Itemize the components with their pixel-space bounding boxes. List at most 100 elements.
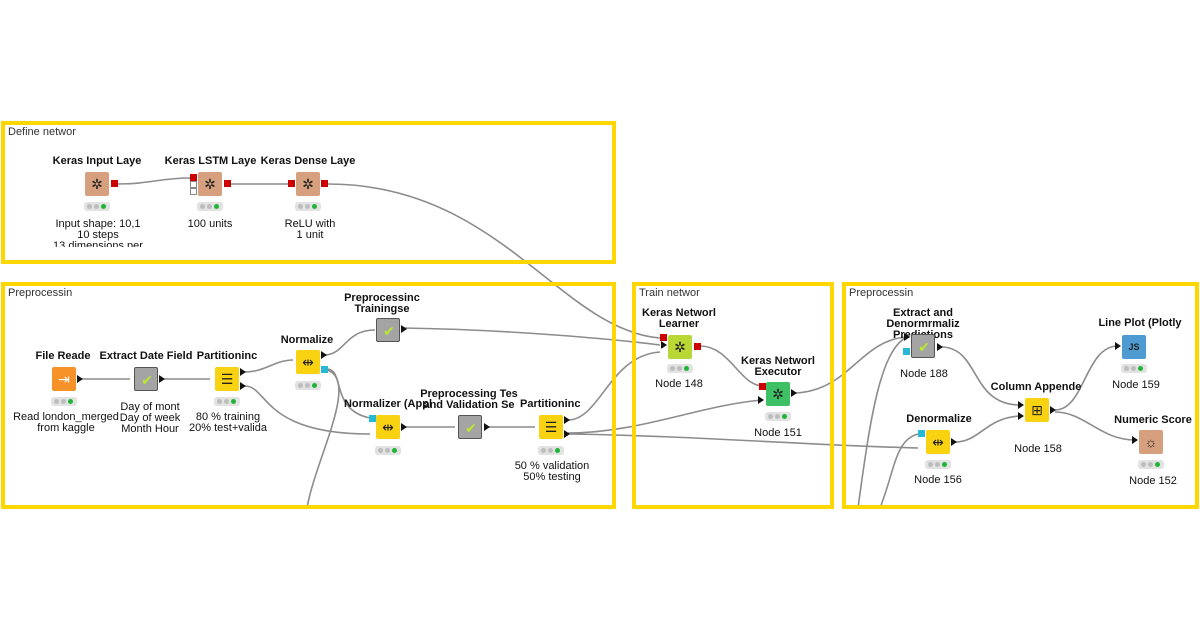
output-port[interactable] — [321, 366, 328, 373]
checkmark-icon: ✔ — [458, 415, 482, 439]
node-description: 50 % validation 50% testing — [514, 461, 590, 483]
input-port[interactable] — [661, 341, 667, 349]
connection — [1054, 411, 1136, 441]
connection — [567, 351, 661, 421]
output-port[interactable] — [937, 343, 943, 351]
normalize-icon: ⇹ — [926, 430, 950, 454]
connection — [954, 415, 1021, 443]
status-indicator — [375, 446, 401, 455]
node-title: Denormalize — [906, 414, 972, 425]
output-port[interactable] — [159, 375, 165, 383]
node-description: Node 148 — [655, 379, 703, 390]
connection — [244, 359, 294, 373]
annotation-label: Preprocessin — [849, 287, 914, 299]
status-indicator — [1121, 364, 1147, 373]
node-title: Extract Date Field — [99, 351, 193, 362]
scorer-icon: ☼ — [1139, 430, 1163, 454]
node-title: Line Plot (Plotly — [1098, 318, 1182, 329]
output-port[interactable] — [111, 180, 118, 187]
input-port[interactable] — [369, 415, 376, 422]
input-port[interactable] — [190, 181, 197, 188]
output-port[interactable] — [951, 438, 957, 446]
node-title: Partitioninc — [520, 399, 580, 410]
output-port[interactable] — [240, 382, 246, 390]
node-title: Keras Networl Executor — [741, 356, 815, 378]
node-description: Node 156 — [914, 475, 962, 486]
input-port[interactable] — [1018, 412, 1024, 420]
node-title: Column Appende — [990, 382, 1082, 393]
input-port[interactable] — [904, 333, 910, 341]
node-title: Partitioninc — [196, 351, 258, 362]
keras-network-icon: ✲ — [198, 172, 222, 196]
annotation-train-network[interactable]: Train networ — [632, 282, 834, 509]
node-description: Node 151 — [754, 428, 802, 439]
input-port[interactable] — [660, 334, 667, 341]
output-port[interactable] — [791, 389, 797, 397]
connection — [306, 369, 340, 509]
input-port[interactable] — [288, 180, 295, 187]
status-indicator — [1138, 460, 1164, 469]
input-port[interactable] — [1115, 342, 1121, 350]
annotation-label: Define networ — [8, 126, 76, 138]
output-port[interactable] — [401, 423, 407, 431]
connection — [327, 183, 661, 339]
node-description: 100 units — [187, 219, 233, 230]
output-port[interactable] — [694, 343, 701, 350]
annotation-define-network[interactable]: Define networ — [1, 121, 616, 264]
input-port[interactable] — [1018, 401, 1024, 409]
node-description: 80 % training 20% test+valida — [189, 412, 267, 434]
input-port[interactable] — [903, 348, 910, 355]
node-description: ReLU with 1 unit — [284, 219, 336, 241]
node-description: Day of mont Day of week Month Hour — [119, 402, 181, 434]
connection — [116, 177, 191, 185]
normalize-icon: ⇹ — [376, 415, 400, 439]
status-indicator — [295, 202, 321, 211]
output-port[interactable] — [564, 416, 570, 424]
status-indicator — [51, 397, 77, 406]
column-append-icon: ⊞ — [1025, 398, 1049, 422]
table-icon: ☰ — [215, 367, 239, 391]
output-port[interactable] — [240, 368, 246, 376]
input-port[interactable] — [1132, 436, 1138, 444]
annotation-label: Preprocessin — [8, 287, 73, 299]
node-description: Input shape: 10,1 10 steps 13 dimensions… — [53, 219, 143, 247]
js-icon: JS — [1122, 335, 1146, 359]
output-port[interactable] — [321, 180, 328, 187]
keras-network-icon: ✲ — [85, 172, 109, 196]
node-description: Node 188 — [900, 369, 948, 380]
node-title: Normalize — [280, 335, 334, 346]
connection — [699, 345, 764, 387]
node-title: Keras Networl Learner — [642, 308, 716, 330]
node-description: Node 159 — [1112, 380, 1160, 391]
input-port[interactable] — [190, 188, 197, 195]
status-indicator — [214, 397, 240, 406]
input-port[interactable] — [758, 396, 764, 404]
output-port[interactable] — [224, 180, 231, 187]
output-port[interactable] — [77, 375, 83, 383]
output-port[interactable] — [1050, 406, 1056, 414]
output-port[interactable] — [484, 423, 490, 431]
status-indicator — [197, 202, 223, 211]
input-port[interactable] — [759, 383, 766, 390]
annotation-preprocessing-right[interactable]: Preprocessin — [842, 282, 1199, 509]
keras-network-icon: ✲ — [766, 382, 790, 406]
annotation-preprocessing-left[interactable]: Preprocessin — [1, 282, 616, 509]
node-title: Keras LSTM Laye — [164, 156, 257, 167]
checkmark-icon: ✔ — [911, 334, 935, 358]
status-indicator — [765, 412, 791, 421]
output-port[interactable] — [321, 351, 327, 359]
output-port[interactable] — [401, 325, 407, 333]
input-port[interactable] — [918, 430, 925, 437]
connection — [567, 399, 764, 434]
connection — [567, 433, 919, 449]
connection — [1054, 345, 1119, 411]
connection — [795, 336, 908, 394]
connection — [857, 336, 908, 509]
output-port[interactable] — [564, 430, 570, 438]
node-title: Numeric Score — [1114, 415, 1192, 426]
node-description: Read london_merged from kaggle — [13, 412, 119, 434]
input-port[interactable] — [190, 174, 197, 181]
input-port[interactable] — [661, 348, 667, 356]
